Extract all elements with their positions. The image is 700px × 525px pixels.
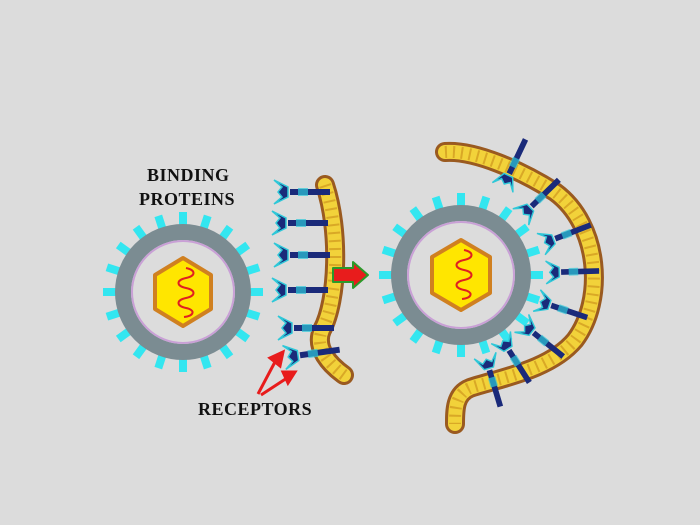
receptor-icon (491, 138, 529, 193)
receptors-right (473, 138, 600, 408)
virus-right (379, 193, 543, 357)
receptors-label: RECEPTORS (198, 399, 312, 419)
receptors-left (271, 179, 341, 371)
membrane-right (435, 141, 604, 434)
receptor-icon (514, 314, 566, 359)
receptor-icon (271, 210, 328, 236)
membrane-left-body (313, 178, 351, 382)
virus-right-capsid-ring (391, 205, 531, 345)
receptor-icon (490, 331, 532, 384)
arrow-right-icon (332, 261, 369, 289)
virus-left-genome-icon (177, 267, 195, 318)
membrane-right-texture (444, 145, 600, 425)
receptor-icon (277, 315, 334, 341)
receptor-icon (473, 352, 504, 408)
membrane-left (310, 175, 354, 385)
binding-proteins-label-line2: PROTEINS (139, 189, 235, 209)
receptor-icon (273, 242, 330, 268)
virus-right-genome-icon (455, 249, 473, 300)
virus-left (103, 212, 263, 372)
binding-proteins-label-line1: BINDING (147, 165, 230, 185)
virus-left-nucleus (153, 256, 213, 328)
virus-right-nucleus (430, 238, 492, 312)
receptor-icon (282, 344, 341, 371)
virus-left-capsid-ring (115, 224, 251, 360)
receptor-icon (532, 289, 589, 321)
receptor-icon (271, 277, 328, 303)
receptor-icon (512, 177, 561, 226)
pointer-arrows-icon (256, 349, 298, 397)
receptor-icon (545, 260, 600, 285)
receptor-icon (273, 179, 330, 205)
receptor-icon (536, 222, 592, 256)
